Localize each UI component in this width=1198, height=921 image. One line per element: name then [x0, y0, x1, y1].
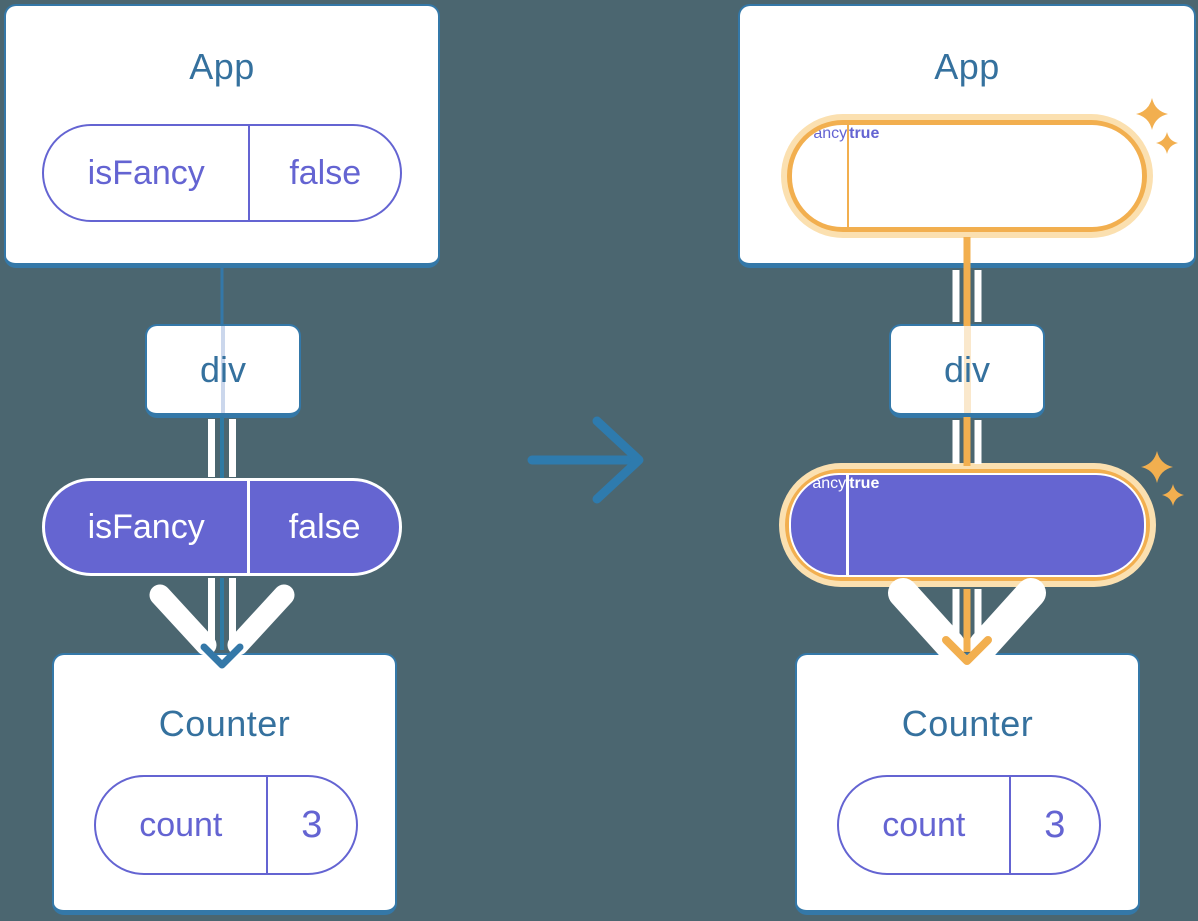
- chevron-down-icon: [969, 578, 1046, 660]
- chevron-down-icon: [227, 584, 295, 656]
- passed-prop-pill-after-highlight: isFancy true: [779, 463, 1156, 587]
- state-name: count: [96, 777, 268, 873]
- prop-value: true: [849, 475, 880, 492]
- prop-flow-through-line: [963, 326, 971, 413]
- sparkle-icon: [1162, 484, 1184, 506]
- prop-name: isFancy: [791, 475, 850, 575]
- div-label: div: [943, 348, 991, 390]
- prop-pill-app-after: isFancy true: [792, 125, 1142, 227]
- prop-pill-app-after-highlight: isFancy true: [781, 114, 1153, 238]
- component-title: App: [189, 46, 255, 87]
- chevron-down-icon: [888, 578, 965, 660]
- state-value: 3: [301, 803, 323, 846]
- prop-value: true: [849, 125, 880, 142]
- prop-name: isFancy: [44, 126, 251, 220]
- app-card-before: App isFancy false: [4, 4, 440, 268]
- chevron-down-icon: [149, 584, 217, 656]
- div-box-after: div: [889, 324, 1045, 418]
- app-card-after: App isFancy true: [738, 4, 1196, 268]
- passed-prop-pill-after: isFancy true: [789, 473, 1146, 577]
- component-title: App: [934, 46, 1000, 87]
- state-value: 3: [1044, 803, 1066, 846]
- counter-card-after: Counter count 3: [795, 653, 1140, 915]
- highlight-ring: isFancy true: [785, 469, 1150, 581]
- state-pill-before: count 3: [94, 775, 358, 875]
- component-title: Counter: [901, 703, 1034, 744]
- div-label: div: [199, 348, 247, 390]
- prop-value: false: [288, 507, 361, 546]
- prop-value: false: [289, 153, 362, 192]
- passed-prop-pill-before: isFancy false: [42, 478, 402, 576]
- counter-card-before: Counter count 3: [52, 653, 397, 915]
- state-pill-after: count 3: [837, 775, 1101, 875]
- component-title: Counter: [158, 703, 291, 744]
- prop-flow-through-line: [221, 326, 225, 413]
- prop-pill-app-before: isFancy false: [42, 124, 402, 222]
- prop-name: isFancy: [792, 125, 850, 227]
- highlight-ring: isFancy true: [787, 120, 1147, 232]
- div-box-before: div: [145, 324, 301, 418]
- state-name: count: [839, 777, 1011, 873]
- prop-flow-after: [888, 237, 1046, 665]
- arrow-head: [592, 416, 644, 504]
- sparkle-icon: [1141, 451, 1173, 483]
- arrow-right-icon: [527, 416, 644, 504]
- prop-name: isFancy: [45, 481, 251, 573]
